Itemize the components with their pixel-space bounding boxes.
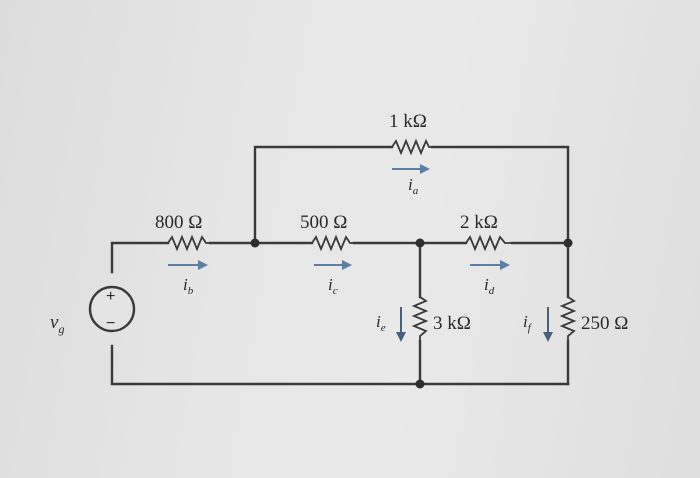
source-plus-sign: + xyxy=(106,288,115,305)
arrow-ie-head xyxy=(396,332,406,342)
label-1k: 1 kΩ xyxy=(389,111,427,132)
wire-top-loop-left xyxy=(253,145,394,245)
wire-source-top xyxy=(110,241,170,274)
node-a xyxy=(250,238,260,248)
wire-top-loop-right xyxy=(430,145,570,245)
resistor-1k xyxy=(391,138,432,156)
label-id: id xyxy=(484,275,495,297)
label-3k: 3 kΩ xyxy=(433,313,471,334)
node-b xyxy=(415,238,425,248)
label-500: 500 Ω xyxy=(300,212,347,233)
arrow-ib-head xyxy=(198,260,208,270)
voltage-source-circle xyxy=(88,285,136,333)
wire-bottom-rail xyxy=(110,344,570,386)
resistor-250 xyxy=(559,296,577,341)
label-ic: ic xyxy=(328,275,338,297)
node-bottom xyxy=(415,379,425,389)
source-label: vg xyxy=(50,312,64,336)
source-minus-sign: − xyxy=(106,315,115,332)
resistor-800 xyxy=(167,234,210,252)
resistor-3k xyxy=(411,296,429,341)
label-ib: ib xyxy=(183,275,194,297)
arrow-ic-head xyxy=(342,260,352,270)
arrow-if-head xyxy=(543,332,553,342)
arrow-ia-head xyxy=(420,164,430,174)
resistor-500 xyxy=(311,234,354,252)
arrow-id-head xyxy=(500,260,510,270)
label-if: if xyxy=(523,312,533,334)
resistor-2k xyxy=(465,234,512,252)
label-250: 250 Ω xyxy=(581,313,628,334)
label-ia: ia xyxy=(408,175,419,197)
label-ie: ie xyxy=(376,312,386,334)
label-800: 800 Ω xyxy=(155,212,202,233)
node-c xyxy=(563,238,573,248)
label-2k: 2 kΩ xyxy=(460,212,498,233)
